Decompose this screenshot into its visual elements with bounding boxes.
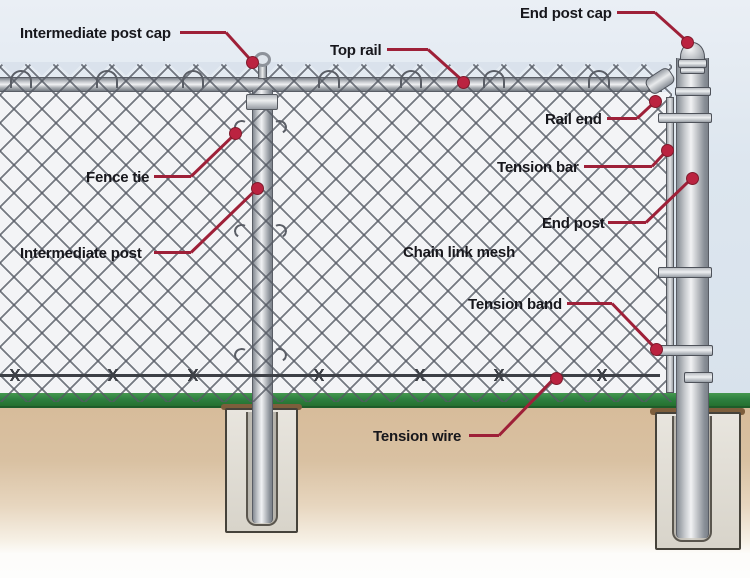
end-post-cap-ring [680, 67, 705, 74]
rail-end-band [675, 87, 711, 96]
wire-twist-icon [413, 369, 427, 381]
tension-band [658, 267, 712, 278]
mesh-hook-icon [588, 70, 610, 88]
label-intermediate-post: Intermediate post [20, 245, 142, 262]
tension-band [658, 113, 712, 123]
wire-band [684, 372, 713, 383]
label-fence-tie: Fence tie [86, 169, 150, 186]
wire-twist-icon [186, 369, 200, 381]
leader-tension-band [567, 302, 612, 305]
leader-tension-wire [469, 434, 499, 437]
end-post [676, 58, 709, 538]
label-end-post: End post [542, 215, 605, 232]
callout-dot-tension-bar [661, 144, 674, 157]
leader-end-post [608, 221, 646, 224]
mesh-hook-icon [182, 70, 204, 88]
rail-post-collar [246, 94, 278, 110]
label-top-rail: Top rail [330, 42, 382, 59]
tension-wire [0, 374, 660, 377]
callout-dot-intermediate-post-cap [246, 56, 259, 69]
tension-band [656, 345, 713, 356]
mesh-hook-icon [400, 70, 422, 88]
callout-dot-tension-band [650, 343, 663, 356]
leader-end-post-cap [617, 11, 655, 14]
mesh-hook-icon [318, 70, 340, 88]
callout-dot-end-post-cap [681, 36, 694, 49]
label-end-post-cap: End post cap [520, 5, 612, 22]
mesh-top-selvage [0, 62, 672, 76]
wire-twist-icon [8, 369, 22, 381]
tension-bar [666, 97, 674, 393]
label-chain-link-mesh: Chain link mesh [403, 244, 516, 261]
mesh-hook-icon [96, 70, 118, 88]
callout-dot-end-post [686, 172, 699, 185]
mesh-hook-icon [10, 70, 32, 88]
callout-dot-intermediate-post [251, 182, 264, 195]
callout-dot-top-rail [457, 76, 470, 89]
leader-intermediate-post [154, 251, 191, 254]
mesh-hook-icon [483, 70, 505, 88]
label-intermediate-post-cap: Intermediate post cap [20, 25, 171, 42]
callout-dot-tension-wire [550, 372, 563, 385]
leader-rail-end [607, 117, 637, 120]
label-tension-wire: Tension wire [373, 428, 462, 445]
label-tension-band: Tension band [468, 296, 562, 313]
callout-dot-fence-tie [229, 127, 242, 140]
leader-top-rail [387, 48, 428, 51]
leader-intermediate-post-cap [180, 31, 226, 34]
chain-link-mesh [0, 62, 672, 402]
leader-fence-tie [154, 175, 191, 178]
label-rail-end: Rail end [545, 111, 602, 128]
wire-twist-icon [595, 369, 609, 381]
wire-twist-icon [312, 369, 326, 381]
leader-tension-bar [584, 165, 652, 168]
callout-dot-rail-end [649, 95, 662, 108]
ground [0, 406, 750, 578]
label-tension-bar: Tension bar [497, 159, 579, 176]
wire-twist-icon [492, 369, 506, 381]
wire-twist-icon [106, 369, 120, 381]
